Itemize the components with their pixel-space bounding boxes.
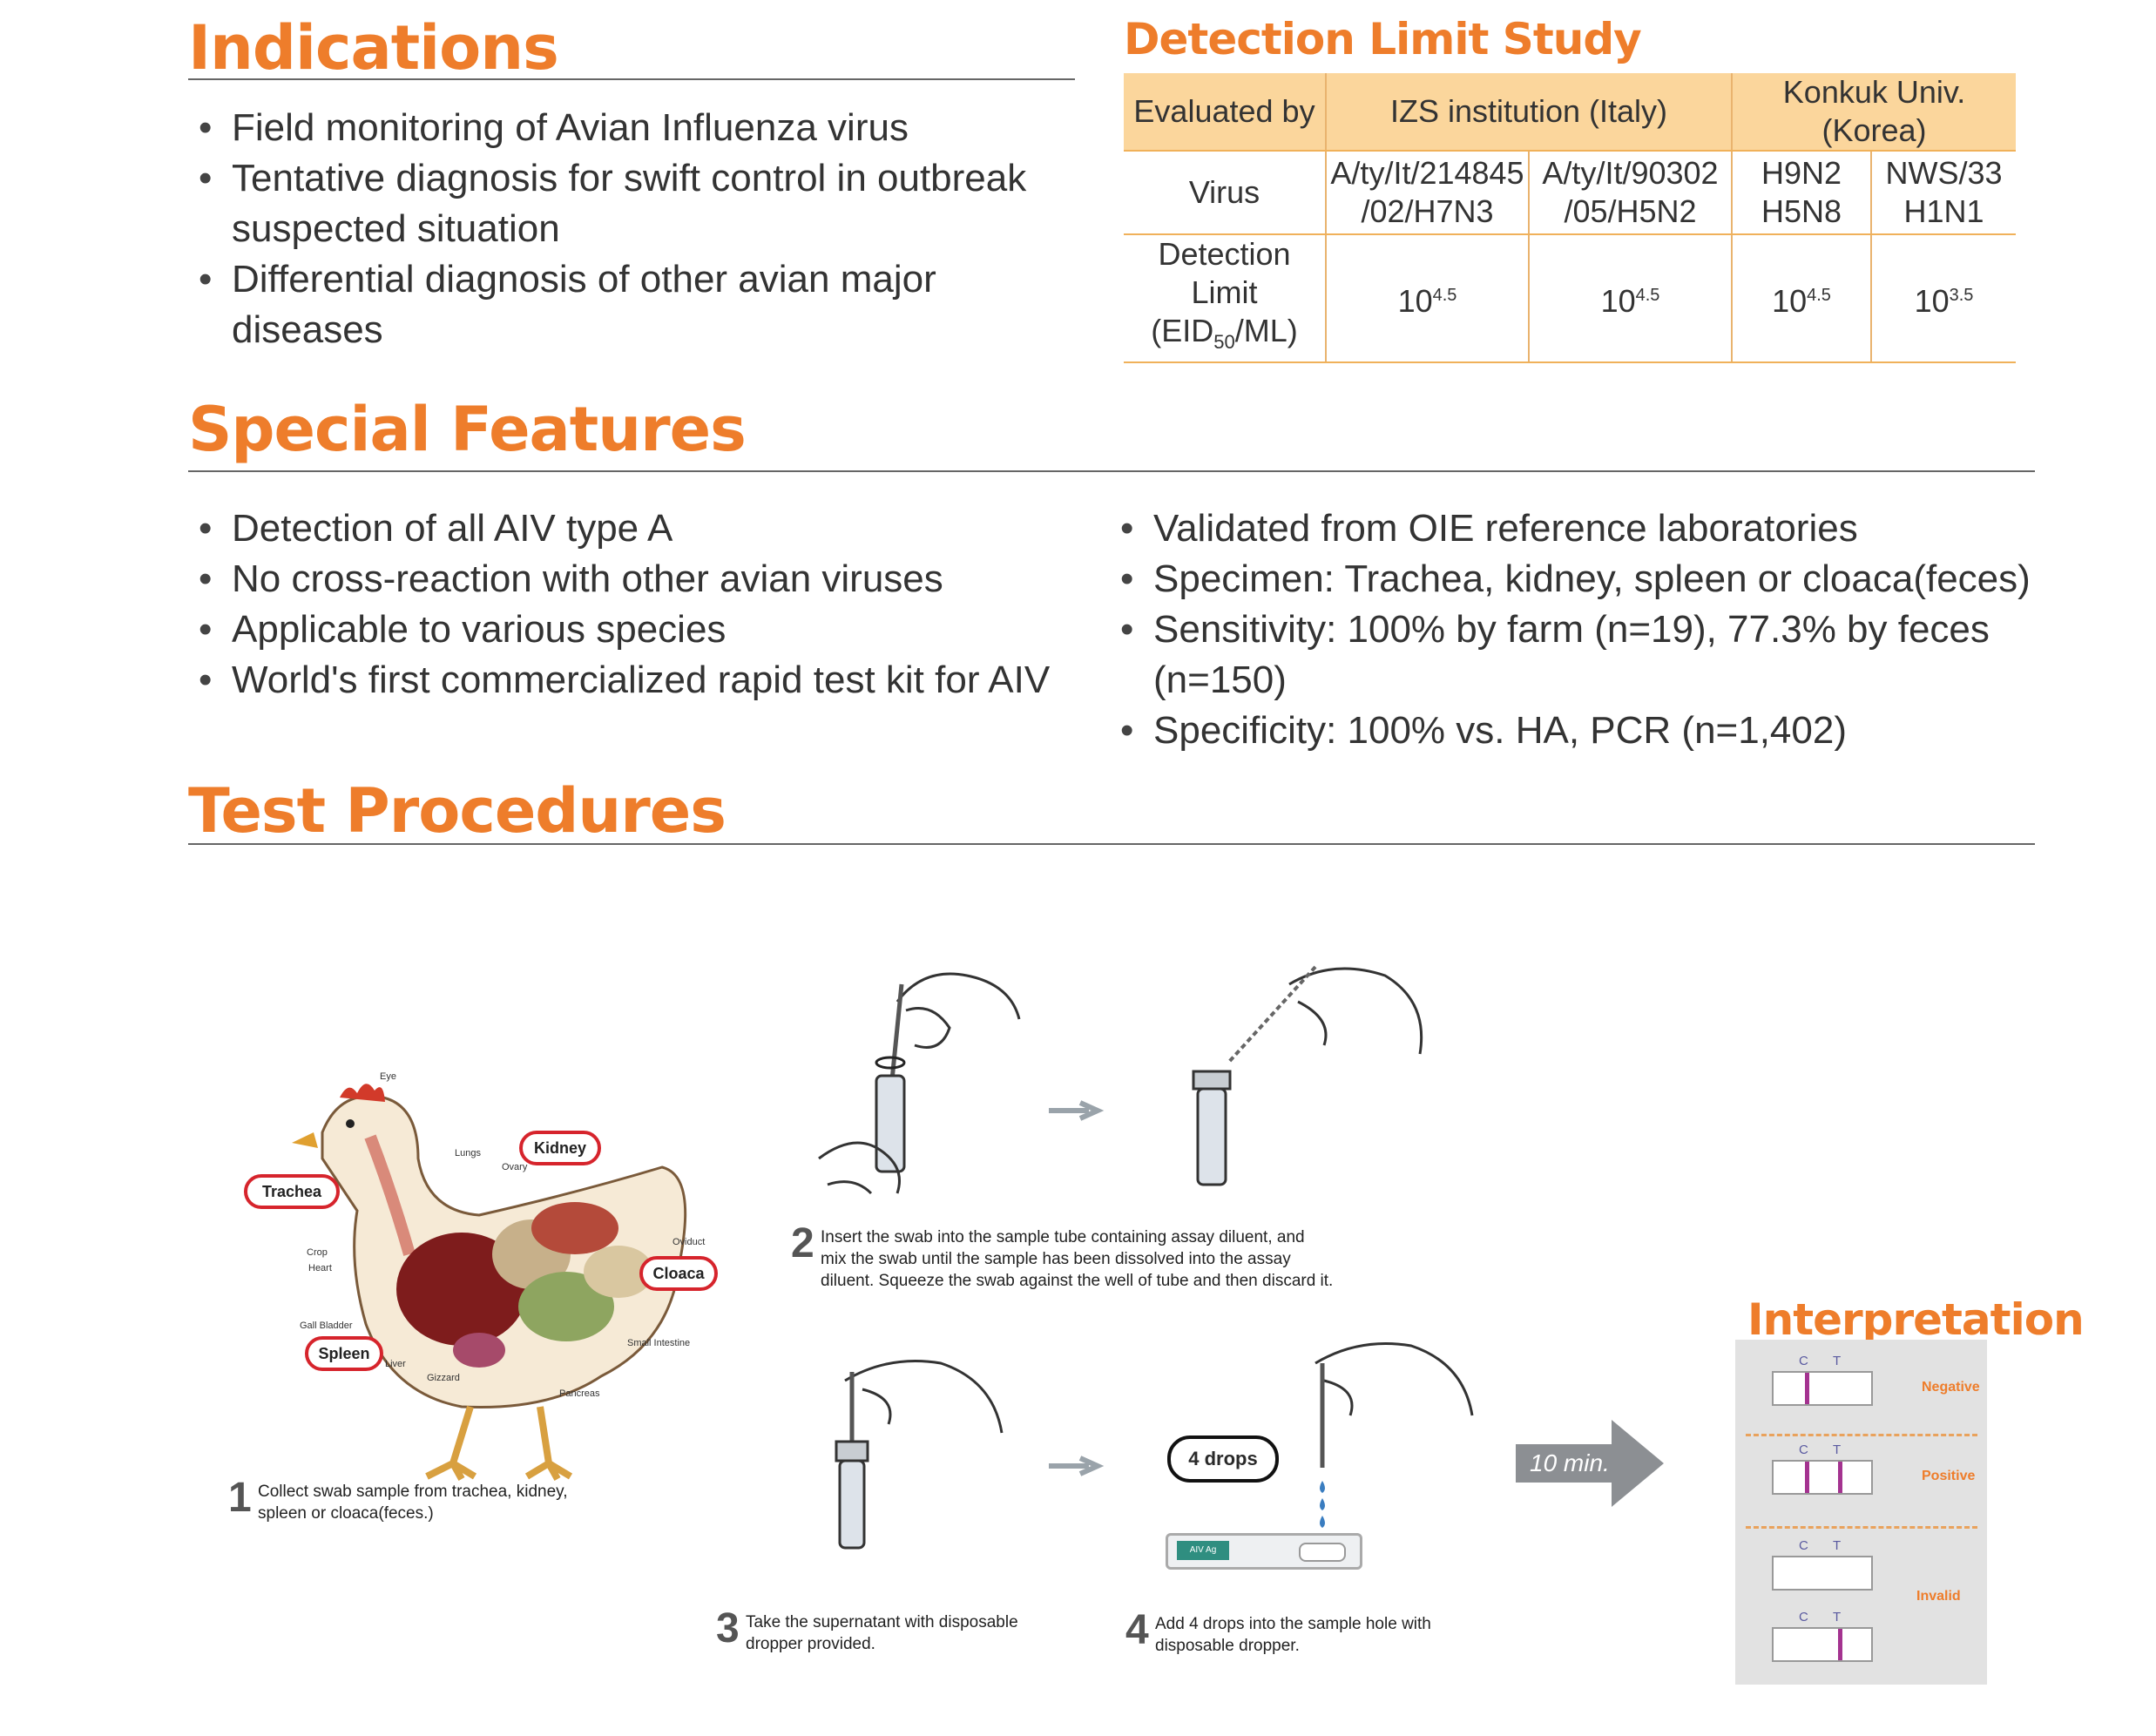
list-item: Validated from OIE reference laboratorie… — [1110, 503, 2068, 554]
list-item: Differential diagnosis of other avian ma… — [188, 254, 1059, 355]
list-item: Specimen: Trachea, kidney, spleen or clo… — [1110, 554, 2068, 605]
c-label: C — [1799, 1442, 1808, 1457]
indications-list: Field monitoring of Avian Influenza viru… — [188, 103, 1059, 355]
t-label: T — [1833, 1610, 1842, 1625]
step-3: 3 Take the supernatant with disposable d… — [716, 1605, 1018, 1654]
virus-cell: A/ty/It/90302/05/H5N2 — [1528, 151, 1732, 235]
procedures-rule — [188, 843, 2035, 845]
organ-label: Crop — [307, 1247, 328, 1258]
trachea-label: Trachea — [244, 1174, 340, 1209]
cloaca-label: Cloaca — [639, 1256, 718, 1291]
features-left-list: Detection of all AIV type A No cross-rea… — [188, 503, 1103, 706]
t-line — [1838, 1629, 1842, 1660]
table-row: Virus A/ty/It/214845/02/H7N3 A/ty/It/903… — [1124, 151, 2016, 235]
discard-swab-illustration — [1192, 965, 1423, 1186]
invalid-strip-t-only — [1772, 1627, 1873, 1662]
c-label: C — [1799, 1610, 1808, 1625]
detection-title: Detection Limit Study — [1124, 14, 1642, 64]
list-item: Detection of all AIV type A — [188, 503, 1103, 554]
drops-label: 4 drops — [1167, 1435, 1279, 1483]
organ-label: Gall Bladder — [300, 1321, 353, 1331]
organ-label: Heart — [308, 1263, 332, 1273]
list-item: Specificity: 100% vs. HA, PCR (n=1,402) — [1110, 706, 2068, 756]
negative-strip — [1772, 1371, 1873, 1406]
header-konkuk: Konkuk Univ. (Korea) — [1731, 73, 2016, 152]
organ-label: Gizzard — [427, 1373, 460, 1383]
indications-rule — [188, 78, 1075, 80]
header-izs: IZS institution (Italy) — [1325, 73, 1732, 152]
limit-cell: 104.5 — [1325, 234, 1529, 364]
dropper-from-tube-illustration — [835, 1360, 1004, 1550]
virus-cell: A/ty/It/214845/02/H7N3 — [1325, 151, 1529, 235]
test-cassette: AIV Ag — [1166, 1533, 1362, 1570]
time-arrow-icon — [1516, 1420, 1664, 1507]
sample-hole — [1299, 1543, 1346, 1562]
list-item: World's first commercialized rapid test … — [188, 655, 1103, 706]
list-item: Tentative diagnosis for swift control in… — [188, 153, 1042, 254]
cassette-label: AIV Ag — [1177, 1541, 1229, 1560]
negative-label: Negative — [1922, 1380, 1980, 1395]
list-item: Applicable to various species — [188, 605, 1103, 655]
procedures-title: Test Procedures — [188, 775, 727, 847]
t-line — [1838, 1462, 1842, 1493]
indications-title: Indications — [188, 12, 559, 84]
organ-label: Lungs — [455, 1148, 481, 1158]
spleen-label: Spleen — [305, 1336, 383, 1371]
c-line — [1805, 1373, 1809, 1404]
t-label: T — [1833, 1354, 1842, 1368]
invalid-label: Invalid — [1916, 1589, 1961, 1604]
c-label: C — [1799, 1538, 1808, 1553]
organ-label: Small Intestine — [627, 1338, 691, 1348]
table-row: Detection Limit(EID50/ML) 104.5 104.5 10… — [1124, 234, 2016, 364]
c-line — [1805, 1462, 1809, 1493]
organ-label: Eye — [380, 1071, 396, 1082]
detection-table: Evaluated by IZS institution (Italy) Kon… — [1124, 73, 2016, 364]
interpretation-title: Interpretation — [1747, 1294, 2085, 1345]
list-item: No cross-reaction with other avian virus… — [188, 554, 1103, 605]
limit-cell: 103.5 — [1870, 234, 2016, 364]
features-rule — [188, 470, 2035, 472]
adding-drops-illustration — [1315, 1342, 1474, 1528]
organ-label: Oviduct — [672, 1237, 706, 1247]
arrow-icon — [1049, 1456, 1105, 1476]
swab-in-tube-illustration — [818, 972, 1021, 1195]
arrow-icon — [1049, 1100, 1105, 1121]
positive-strip — [1772, 1460, 1873, 1495]
list-item: Sensitivity: 100% by farm (n=19), 77.3% … — [1110, 605, 2068, 706]
divider — [1746, 1526, 1977, 1529]
invalid-strip-blank — [1772, 1556, 1873, 1591]
positive-label: Positive — [1922, 1469, 1976, 1483]
features-title: Special Features — [188, 394, 747, 465]
header-evaluated-by: Evaluated by — [1124, 73, 1326, 152]
step-4: 4 Add 4 drops into the sample hole with … — [1125, 1607, 1431, 1656]
limit-cell: 104.5 — [1731, 234, 1871, 364]
time-label: 10 min. — [1530, 1449, 1610, 1476]
divider — [1746, 1434, 1977, 1436]
features-right-list: Validated from OIE reference laboratorie… — [1110, 503, 2068, 756]
limit-label: Detection Limit(EID50/ML) — [1124, 234, 1326, 364]
step-1: 1 Collect swab sample from trachea, kidn… — [228, 1475, 568, 1523]
t-label: T — [1833, 1538, 1842, 1553]
list-item: Field monitoring of Avian Influenza viru… — [188, 103, 1059, 153]
step-2: 2 Insert the swab into the sample tube c… — [791, 1220, 1334, 1291]
organ-label: Ovary — [502, 1162, 528, 1172]
kidney-label: Kidney — [519, 1131, 601, 1165]
virus-label: Virus — [1124, 151, 1326, 235]
table-row: Evaluated by IZS institution (Italy) Kon… — [1124, 73, 2016, 152]
organ-label: Pancreas — [559, 1388, 600, 1399]
limit-cell: 104.5 — [1528, 234, 1732, 364]
chicken-anatomy-illustration — [292, 1084, 687, 1481]
t-label: T — [1833, 1442, 1842, 1457]
c-label: C — [1799, 1354, 1808, 1368]
organ-label: Liver — [385, 1359, 406, 1369]
